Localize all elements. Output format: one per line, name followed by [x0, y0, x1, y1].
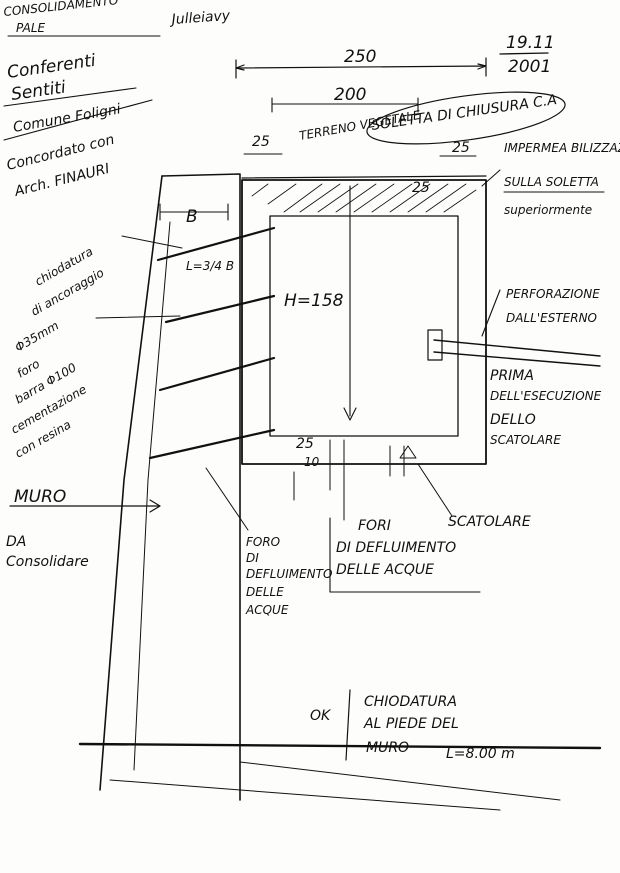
dim-height: H=158	[284, 291, 344, 311]
dim-slab-thickness: 25	[412, 180, 430, 196]
label-da: DA	[6, 534, 26, 550]
signature: Julleiavy	[168, 8, 231, 28]
base-triangle	[399, 445, 417, 459]
dim-inner: 200	[334, 85, 366, 105]
nail-1	[156, 226, 276, 262]
title-line2: PALE	[16, 21, 46, 35]
dim-base-step: 10	[304, 455, 320, 469]
label-prima-4: SCATOLARE	[490, 433, 561, 447]
label-chiod-3: Φ35mm	[13, 318, 62, 354]
wall-outline-right	[161, 173, 241, 801]
dim-nail-spacing: B	[186, 207, 198, 227]
label-imperm-1: IMPERMEA BILIZZAZIONE	[504, 141, 620, 155]
label-fori-3: DELLE ACQUE	[336, 562, 434, 578]
label-foro-3: DEFLUIMENTO	[246, 567, 332, 581]
label-perf-1: PERFORAZIONE	[506, 287, 600, 301]
dim-line-overall	[235, 57, 487, 79]
dim-nail-length: L=3/4 B	[186, 259, 234, 273]
perf-leader	[481, 289, 501, 337]
note-underline-1	[3, 87, 137, 107]
label-foro-4: DELLE	[246, 585, 284, 599]
label-piede-3: MURO	[366, 740, 409, 756]
dim-overall: 250	[344, 47, 376, 67]
drain-flange	[427, 329, 443, 361]
label-foro-1: FORO	[246, 535, 280, 549]
date-year: 2001	[508, 57, 551, 77]
date-divider	[499, 52, 549, 55]
wall-inner-line	[133, 221, 171, 771]
terrain-line	[241, 175, 487, 179]
label-chiod-4: foro	[15, 357, 43, 381]
drain-pipe	[433, 339, 601, 367]
label-prima-3: DELLO	[490, 412, 536, 428]
foro-leader	[205, 467, 249, 531]
label-imperm-3: superiormente	[504, 203, 592, 217]
culvert-outer	[241, 179, 487, 465]
dim-base-thickness: 25	[296, 436, 314, 452]
label-scatolare: SCATOLARE	[448, 514, 531, 530]
nail-foot	[78, 742, 602, 750]
label-muro: MURO	[14, 487, 66, 507]
imperm-leader	[481, 169, 501, 187]
wall-outline-left	[99, 175, 163, 791]
muro-arrow	[9, 499, 161, 513]
label-foro-2: DI	[246, 551, 259, 565]
label-fori-2: DI DEFLUIMENTO	[336, 540, 456, 556]
label-perf-2: DALL'ESTERNO	[506, 311, 597, 325]
fori-bracket	[329, 517, 481, 593]
note-underline-2	[3, 99, 153, 141]
title-line1: CONSOLIDAMENTO	[3, 0, 119, 19]
label-consolidare: Consolidare	[6, 554, 89, 570]
dim-arrows-overall	[235, 63, 487, 71]
culvert-inner	[269, 215, 459, 437]
label-prima-2: DELL'ESECUZIONE	[490, 389, 602, 403]
base-markers	[293, 439, 405, 521]
dim-line-nail-spacing	[159, 203, 229, 221]
dim-line-height	[343, 185, 357, 421]
nail-3	[158, 356, 276, 392]
label-prima-1: PRIMA	[490, 368, 534, 384]
slab-hatching	[251, 183, 477, 213]
label-piede-2: AL PIEDE DEL	[363, 716, 459, 732]
ok-divider	[345, 689, 351, 761]
label-ok: OK	[310, 708, 332, 724]
chiod-leaders	[95, 235, 183, 319]
nail-4	[148, 428, 276, 460]
scatolare-leader	[417, 463, 453, 517]
soletta-circle	[366, 91, 566, 145]
label-fori-1: FORI	[358, 518, 391, 534]
label-piede-1: CHIODATURA	[364, 694, 457, 710]
note-comune: Comune Foligni	[12, 101, 122, 136]
ground-lines	[109, 761, 561, 811]
label-foro-5: ACQUE	[245, 603, 289, 617]
nail-2	[164, 294, 276, 324]
label-piede-4: L=8.00 m	[446, 746, 515, 762]
label-imperm-2: SULLA SOLETTA	[504, 175, 599, 189]
dim-right-offset: 25	[452, 140, 470, 156]
dim-left-offset: 25	[252, 134, 270, 150]
note-conferenti: Conferenti	[6, 51, 97, 83]
date-day: 19.11	[506, 33, 555, 53]
